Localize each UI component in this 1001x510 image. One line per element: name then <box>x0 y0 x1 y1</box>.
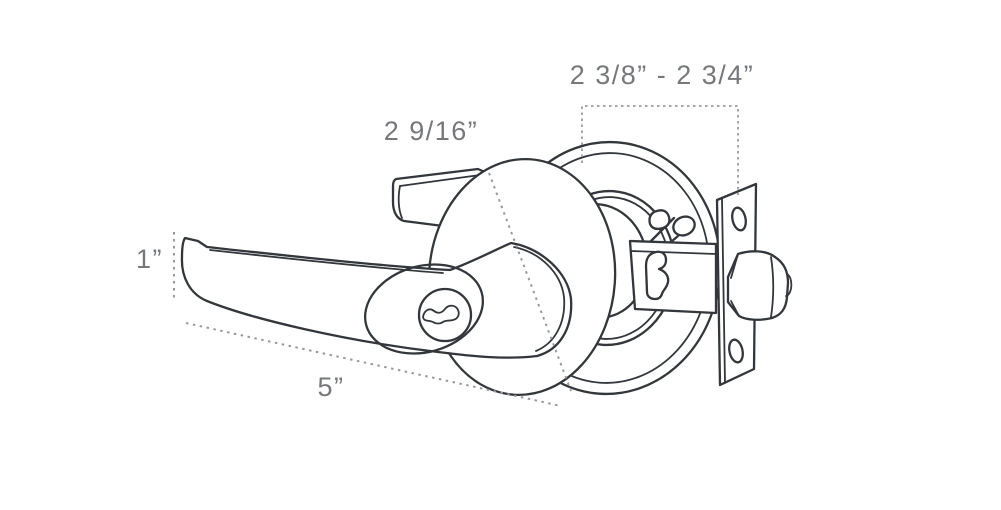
lever-top-face-line <box>209 249 444 274</box>
dimension-lever-height: 1” <box>136 232 175 301</box>
dimension-label-lever-length: 5” <box>317 372 344 402</box>
dimension-lever-length: 5” <box>185 322 562 407</box>
latch-case <box>628 239 718 315</box>
dimension-label-backset: 2 3/8” - 2 3/4” <box>570 60 755 90</box>
dimension-backset: 2 3/8” - 2 3/4” <box>570 60 755 195</box>
latch-faceplate <box>715 182 758 387</box>
lever-hub-face <box>363 263 485 355</box>
key-cylinder <box>417 287 473 343</box>
lever-handle <box>180 236 573 359</box>
dimension-label-lever-height: 1” <box>136 244 163 274</box>
dimension-line-lever-length <box>185 322 562 407</box>
dimension-label-rose-diameter: 2 9/16” <box>384 116 479 146</box>
faceplate-screw-hole-top <box>731 206 747 232</box>
latch-case-cutout <box>644 250 670 301</box>
catch-nub <box>648 209 671 231</box>
faceplate-screw-hole-bottom <box>728 338 744 364</box>
neck-base-rim <box>513 246 566 352</box>
catch-pin <box>672 215 696 237</box>
keyway-icon <box>422 304 460 325</box>
latch-bolt <box>726 250 793 321</box>
dimension-rose-diameter: 2 9/16” <box>384 116 572 392</box>
